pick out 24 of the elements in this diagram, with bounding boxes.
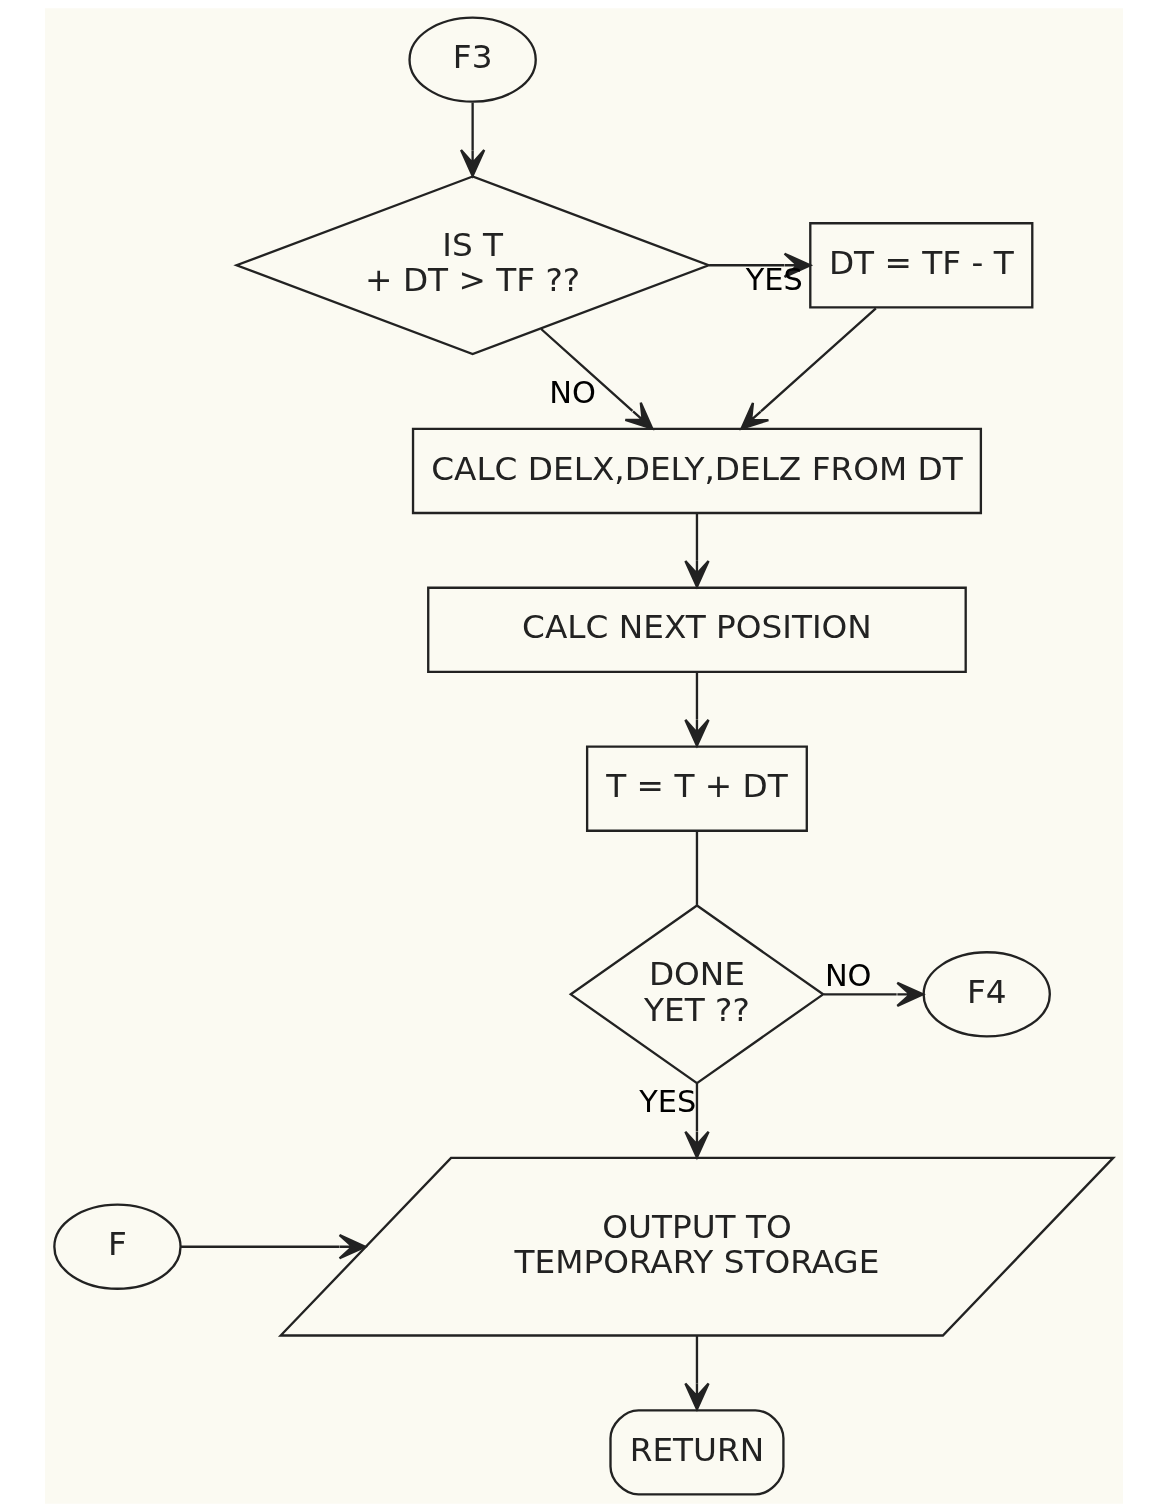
node-ellipse: F4 (921, 951, 1051, 1038)
node-box: CALC NEXT POSITION (426, 586, 967, 674)
connector (695, 831, 698, 905)
arrow (683, 513, 710, 588)
arrow (683, 1083, 710, 1159)
edge-label: YES (638, 1084, 696, 1120)
arrow (539, 328, 653, 430)
arrow (739, 307, 877, 430)
arrow (683, 672, 710, 747)
arrow (459, 102, 485, 177)
node-box: CALC DELX,DELY,DELZ FROM DT (411, 427, 982, 515)
node-box: RETURN (608, 1409, 785, 1496)
node-ellipse: F (52, 1203, 182, 1290)
arrow (823, 981, 924, 1008)
node-diamond: DONE YET ?? (568, 904, 825, 1085)
edge-label: NO (824, 957, 871, 993)
edge-label: NO (548, 375, 596, 411)
node-diamond: IS T + DT > TF ?? (232, 175, 712, 356)
arrow (180, 1234, 366, 1260)
node-box: DT = TF - T (808, 222, 1033, 309)
arrow (683, 1336, 710, 1411)
node-ellipse: F3 (407, 16, 537, 103)
node-box: T = T + DT (585, 745, 808, 832)
edge-label: YES (745, 261, 803, 297)
